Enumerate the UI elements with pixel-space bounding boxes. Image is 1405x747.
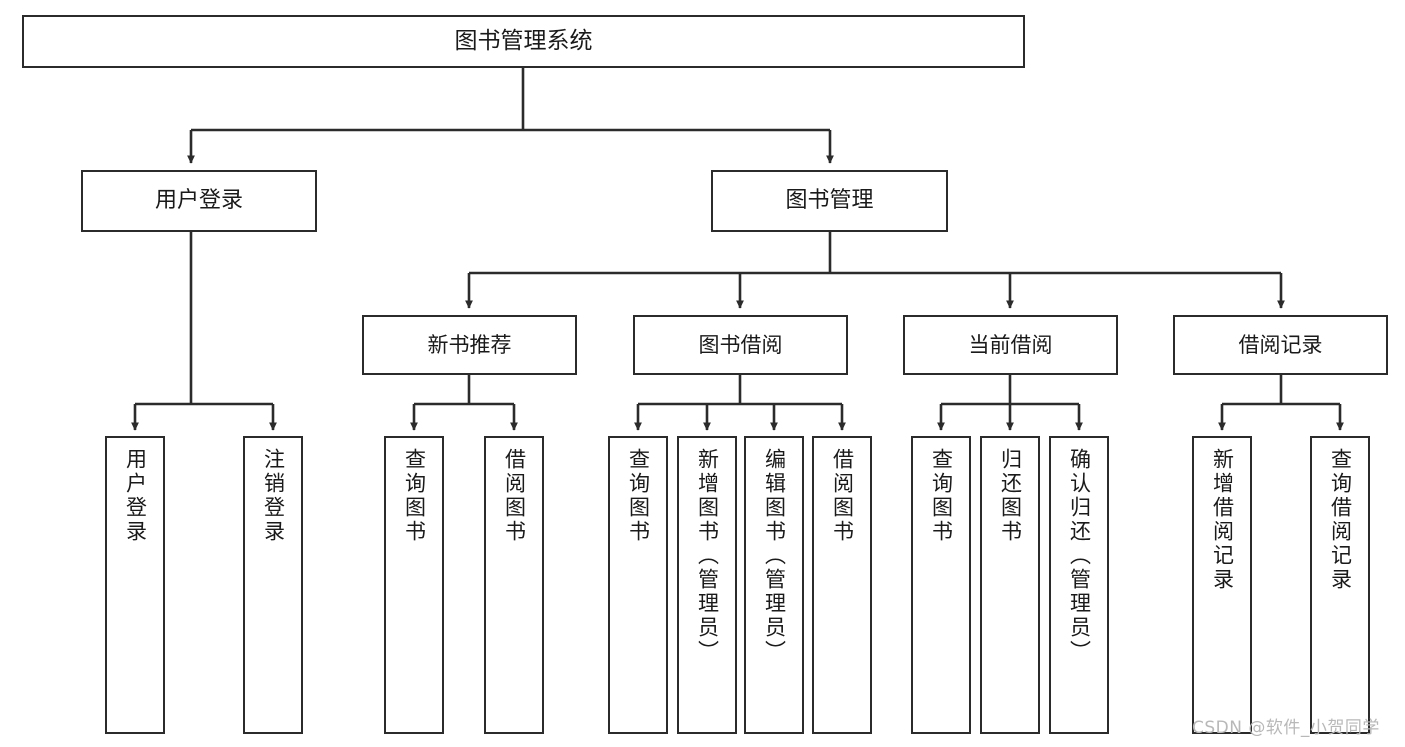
leaf-label: 查询图书 — [626, 448, 651, 544]
leaf-label: 用户登录 — [123, 448, 148, 544]
node-current-borrow[interactable]: 当前借阅 — [903, 315, 1118, 375]
leaf-label: 新增图书（管理员） — [695, 448, 720, 664]
leaf-label: 归还图书 — [998, 448, 1023, 544]
node-label: 当前借阅 — [968, 332, 1053, 357]
leaf-label: 借阅图书 — [502, 448, 527, 544]
node-new-book-recommend[interactable]: 新书推荐 — [362, 315, 577, 375]
leaf-borrow-book[interactable]: 借阅图书 — [812, 436, 872, 734]
leaf-label: 注销登录 — [261, 448, 286, 544]
leaf-logout[interactable]: 注销登录 — [243, 436, 303, 734]
leaf-label: 查询借阅记录 — [1328, 448, 1353, 592]
leaf-label: 确认归还（管理员） — [1067, 448, 1092, 664]
leaf-edit-book-admin[interactable]: 编辑图书（管理员） — [744, 436, 804, 734]
leaf-query-book-recommend[interactable]: 查询图书 — [384, 436, 444, 734]
node-label: 图书借阅 — [698, 332, 783, 357]
node-label: 新书推荐 — [427, 332, 512, 357]
leaf-add-book-admin[interactable]: 新增图书（管理员） — [677, 436, 737, 734]
leaf-query-book-current[interactable]: 查询图书 — [911, 436, 971, 734]
node-book-borrow[interactable]: 图书借阅 — [633, 315, 848, 375]
leaf-label: 查询图书 — [402, 448, 427, 544]
watermark: CSDN @软件_小贺同学 — [1192, 718, 1380, 738]
leaf-label: 新增借阅记录 — [1210, 448, 1235, 592]
leaf-user-login[interactable]: 用户登录 — [105, 436, 165, 734]
leaf-query-book-borrow[interactable]: 查询图书 — [608, 436, 668, 734]
leaf-label: 借阅图书 — [830, 448, 855, 544]
leaf-label: 编辑图书（管理员） — [762, 448, 787, 664]
leaf-return-book[interactable]: 归还图书 — [980, 436, 1040, 734]
node-label: 借阅记录 — [1238, 332, 1323, 357]
leaf-add-borrow-record[interactable]: 新增借阅记录 — [1192, 436, 1252, 734]
leaf-label: 查询图书 — [929, 448, 954, 544]
leaf-query-borrow-record[interactable]: 查询借阅记录 — [1310, 436, 1370, 734]
node-label: 图书管理 — [785, 188, 874, 213]
node-root-book-management-system[interactable]: 图书管理系统 — [22, 15, 1025, 68]
node-label: 图书管理系统 — [454, 28, 593, 54]
node-label: 用户登录 — [154, 188, 243, 213]
node-user-login[interactable]: 用户登录 — [81, 170, 317, 232]
leaf-confirm-return-admin[interactable]: 确认归还（管理员） — [1049, 436, 1109, 734]
node-borrow-record[interactable]: 借阅记录 — [1173, 315, 1388, 375]
node-book-management[interactable]: 图书管理 — [711, 170, 948, 232]
leaf-borrow-book-recommend[interactable]: 借阅图书 — [484, 436, 544, 734]
